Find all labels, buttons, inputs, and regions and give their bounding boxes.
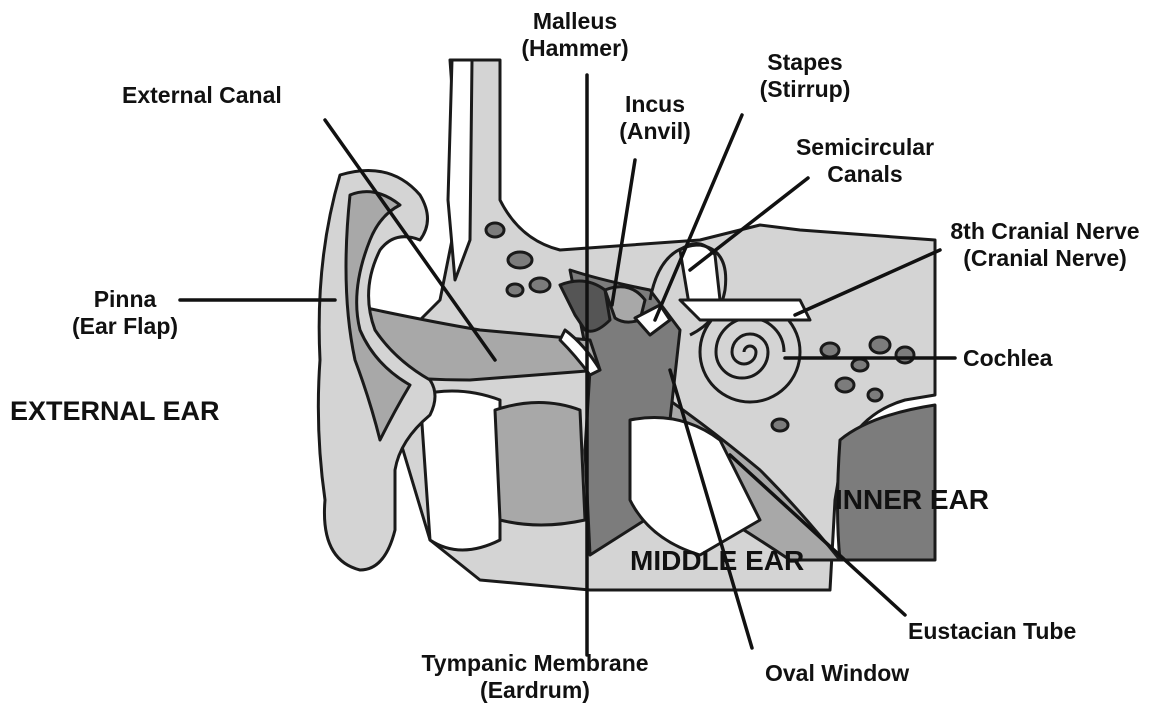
label-pinna: Pinna (Ear Flap): [55, 286, 195, 340]
label-semicircular-line1: Semicircular: [770, 134, 960, 161]
label-incus: Incus (Anvil): [595, 91, 715, 145]
bone-column: [448, 60, 472, 280]
label-cranial-nerve-line2: (Cranial Nerve): [925, 245, 1165, 272]
label-incus-line1: Incus: [595, 91, 715, 118]
nerve-shape: [680, 300, 810, 320]
label-eustacian-tube: Eustacian Tube: [908, 618, 1076, 645]
mastoid-area: [420, 391, 500, 550]
label-malleus-line2: (Hammer): [500, 35, 650, 62]
label-tympanic-line1: Tympanic Membrane: [380, 650, 690, 677]
label-pinna-line1: Pinna: [55, 286, 195, 313]
label-semicircular: Semicircular Canals: [770, 134, 960, 188]
label-stapes-line1: Stapes: [735, 49, 875, 76]
label-cranial-nerve: 8th Cranial Nerve (Cranial Nerve): [925, 218, 1165, 272]
bone-block: [495, 403, 585, 526]
label-oval-window: Oval Window: [765, 660, 909, 687]
label-stapes-line2: (Stirrup): [735, 76, 875, 103]
label-malleus-line1: Malleus: [500, 8, 650, 35]
region-inner-ear: INNER EAR: [835, 484, 989, 516]
label-semicircular-line2: Canals: [770, 161, 960, 188]
label-malleus: Malleus (Hammer): [500, 8, 650, 62]
region-middle-ear: MIDDLE EAR: [630, 545, 804, 577]
label-tympanic-line2: (Eardrum): [380, 677, 690, 704]
label-cranial-nerve-line1: 8th Cranial Nerve: [925, 218, 1165, 245]
label-tympanic-membrane: Tympanic Membrane (Eardrum): [380, 650, 690, 704]
region-external-ear: EXTERNAL EAR: [10, 395, 220, 427]
label-stapes: Stapes (Stirrup): [735, 49, 875, 103]
label-pinna-line2: (Ear Flap): [55, 313, 195, 340]
label-cochlea: Cochlea: [963, 345, 1052, 372]
label-incus-line2: (Anvil): [595, 118, 715, 145]
label-external-canal: External Canal: [122, 82, 282, 109]
